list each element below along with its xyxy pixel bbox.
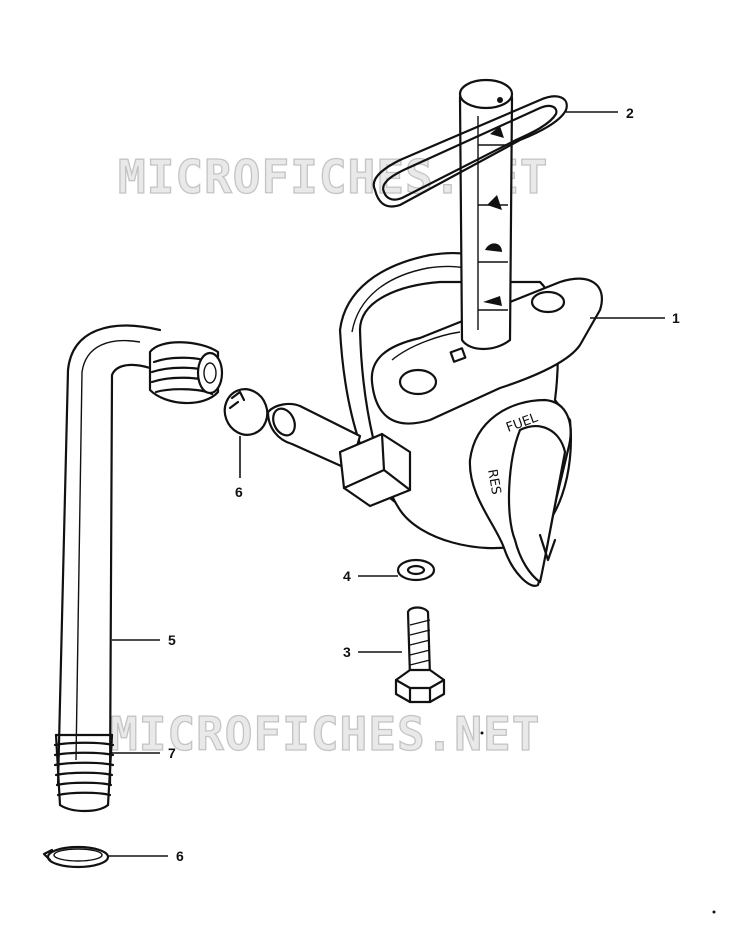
bolt bbox=[394, 606, 446, 704]
callout-7: 7 bbox=[168, 745, 176, 761]
hose-clamp-top bbox=[223, 388, 269, 436]
gauge-o-ring bbox=[372, 95, 568, 208]
scan-dot bbox=[712, 910, 716, 914]
callout-4: 4 bbox=[343, 568, 351, 584]
scan-dot bbox=[480, 731, 484, 735]
callout-leaders bbox=[108, 111, 665, 857]
fuel-gauge-stem bbox=[458, 78, 514, 351]
washer bbox=[396, 558, 436, 582]
fuel-hose bbox=[56, 324, 162, 787]
callout-1: 1 bbox=[672, 310, 680, 326]
hose-spring-top bbox=[148, 341, 224, 405]
callout-3: 3 bbox=[343, 644, 351, 660]
fuel-lever: FUEL RES bbox=[468, 398, 572, 587]
watermark-bottom: MICROFICHES.NET bbox=[110, 707, 540, 761]
hose-clamp-bottom bbox=[42, 845, 110, 869]
callout-5: 5 bbox=[168, 632, 176, 648]
hose-spring-bottom bbox=[53, 733, 115, 813]
callout-6b: 6 bbox=[176, 848, 184, 864]
callout-2: 2 bbox=[626, 105, 634, 121]
callout-6a: 6 bbox=[235, 484, 243, 500]
lever-res-label: RES bbox=[484, 468, 503, 496]
